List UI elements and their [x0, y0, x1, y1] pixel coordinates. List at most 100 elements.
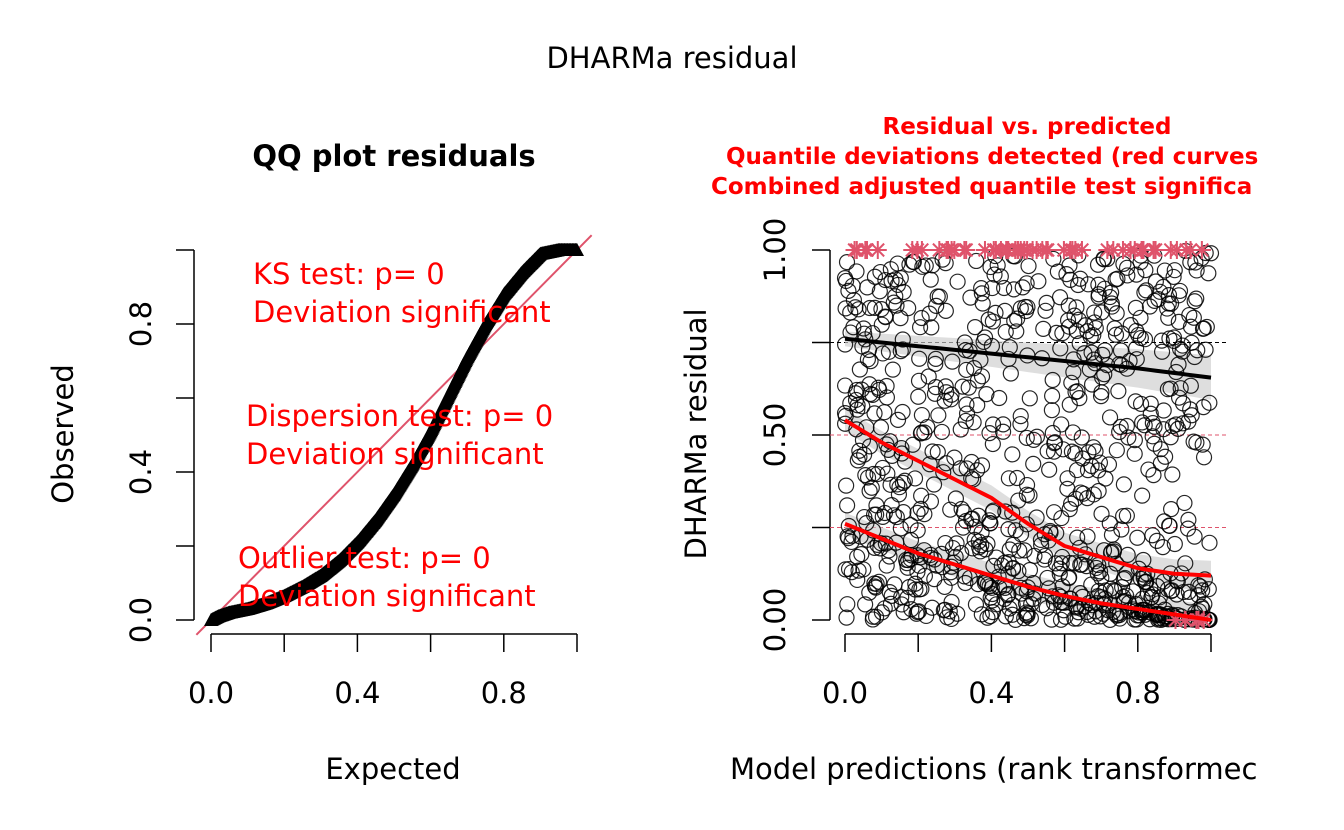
residual-point	[1144, 414, 1161, 432]
residual-point	[1085, 351, 1103, 368]
residual-point	[1079, 528, 1096, 545]
qq-xlabel: Expected	[325, 752, 460, 786]
residual-point	[839, 596, 856, 613]
residual-point	[933, 423, 950, 441]
residual-point	[1172, 380, 1189, 397]
residual-point	[873, 316, 890, 333]
residual-point	[1043, 402, 1060, 419]
residual-point	[1063, 374, 1080, 391]
residual-point	[911, 581, 928, 598]
residual-point	[861, 299, 878, 317]
residual-point	[1146, 292, 1163, 309]
residual-point	[1012, 415, 1029, 433]
residual-point	[963, 453, 980, 471]
residual-point	[1073, 429, 1090, 446]
residual-point	[966, 319, 984, 336]
residual-point	[1096, 590, 1114, 608]
residual-point	[957, 574, 974, 592]
qq-y-tick-label: 0.0	[124, 597, 158, 643]
residual-point	[866, 268, 884, 285]
residual-point	[1018, 429, 1035, 447]
residual-point	[1045, 443, 1063, 460]
qq-points	[204, 243, 584, 626]
residual-point	[1128, 340, 1145, 357]
residual-point	[871, 283, 888, 300]
residual-point	[927, 355, 944, 372]
outlier-star	[912, 241, 931, 259]
residual-point	[1202, 245, 1220, 262]
residual-point	[1192, 578, 1209, 595]
residual-point	[1012, 408, 1029, 425]
residual-point	[872, 540, 889, 557]
residual-point	[1085, 486, 1102, 503]
outlier-star	[999, 241, 1018, 259]
residual-point	[1119, 267, 1136, 284]
residual-point	[1069, 529, 1086, 546]
residual-point	[840, 530, 857, 547]
residual-point	[1165, 332, 1182, 350]
residual-point	[1000, 470, 1018, 487]
residual-point	[840, 282, 857, 299]
residual-point	[1025, 574, 1042, 592]
residual-point	[855, 561, 872, 578]
residual-point	[1113, 325, 1130, 342]
residual-point	[938, 455, 955, 472]
residual-point	[848, 381, 865, 399]
residual-point	[1195, 399, 1212, 416]
residual-point	[1090, 482, 1107, 500]
residual-point	[966, 518, 984, 535]
residual-point	[1093, 384, 1110, 401]
residual-point	[912, 500, 929, 517]
residual-point	[848, 263, 865, 280]
residual-point	[1092, 388, 1110, 405]
outlier-star	[1037, 241, 1056, 259]
residual-point	[1051, 289, 1069, 306]
qq-identity-line	[195, 234, 593, 636]
residual-point	[908, 605, 925, 622]
dispersion-test-line2: Deviation significant	[246, 437, 544, 471]
residual-point	[1070, 276, 1087, 294]
residual-point	[864, 608, 882, 625]
residual-point	[896, 472, 913, 489]
residual-point	[864, 386, 881, 403]
residual-point	[1007, 522, 1024, 539]
residual-point	[935, 464, 952, 481]
residual-point	[1165, 268, 1182, 286]
residual-point	[1110, 383, 1127, 400]
residual-point	[984, 592, 1001, 609]
residual-point	[878, 377, 895, 395]
residual-point	[1006, 312, 1023, 330]
residual-point	[984, 604, 1001, 621]
residual-point	[1068, 461, 1086, 479]
residual-point	[891, 479, 908, 496]
residual-point	[1195, 449, 1213, 466]
residual-point	[911, 350, 928, 367]
outlier-star	[1054, 241, 1073, 259]
residual-point	[885, 294, 902, 311]
residual-point	[1107, 326, 1125, 343]
residual-point	[869, 465, 886, 483]
residual-point	[942, 501, 959, 518]
residual-point	[1163, 500, 1180, 518]
residual-point	[894, 403, 911, 421]
residual-point	[969, 576, 987, 593]
residual-point	[1170, 313, 1187, 330]
residual-point	[1087, 320, 1104, 337]
residual-point	[1096, 280, 1113, 297]
residual-point	[1115, 507, 1132, 525]
residual-point	[1009, 310, 1026, 327]
residual-point	[866, 539, 883, 557]
residual-point	[1103, 295, 1120, 312]
residual-point	[1020, 257, 1037, 275]
residual-point	[1039, 569, 1056, 587]
residual-point	[1080, 444, 1097, 461]
residual-point	[893, 596, 910, 613]
residual-point	[927, 378, 944, 396]
residual-point	[977, 541, 994, 558]
residual-point	[1160, 287, 1178, 304]
residual-point	[1156, 262, 1173, 279]
residual-point	[953, 500, 970, 518]
residual-point	[1090, 286, 1107, 303]
residual-point	[1157, 448, 1174, 465]
outlier-star	[1072, 241, 1091, 259]
